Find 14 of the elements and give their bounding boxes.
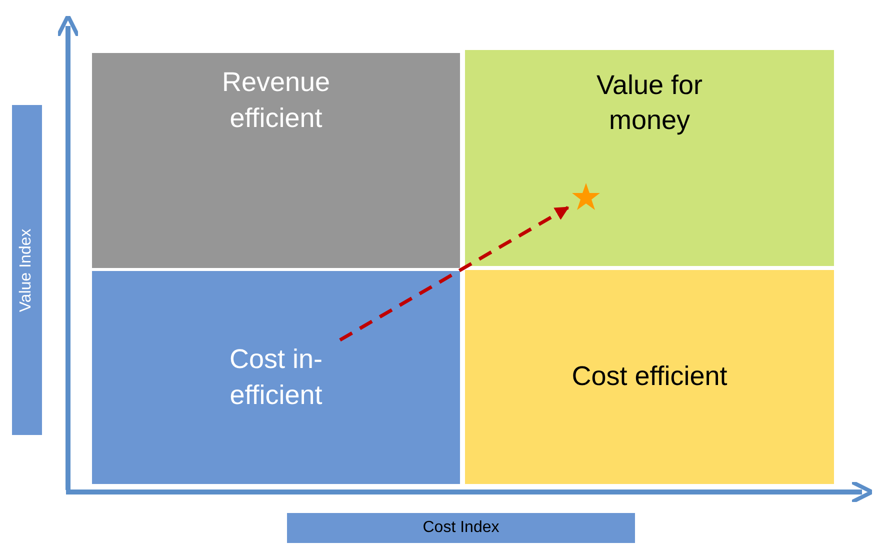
quadrant-label: Cost in-efficient: [228, 343, 324, 412]
star-icon: [571, 182, 601, 212]
quadrant-label: Revenue efficient: [220, 66, 332, 134]
axis-label: Value Index: [16, 228, 36, 312]
quadrant-box: [92, 53, 460, 268]
quadrant-label: Value for money: [595, 68, 704, 137]
quadrant-box: [465, 270, 834, 484]
axis-label: Cost Index: [422, 518, 500, 538]
axis-label-box: [287, 513, 635, 543]
quadrant-box: [92, 271, 460, 484]
dashed-arrow: [339, 206, 570, 342]
quadrant-box: [465, 50, 834, 266]
axis-label-box: [12, 105, 42, 435]
quadrant-label: Cost efficient: [570, 360, 728, 394]
